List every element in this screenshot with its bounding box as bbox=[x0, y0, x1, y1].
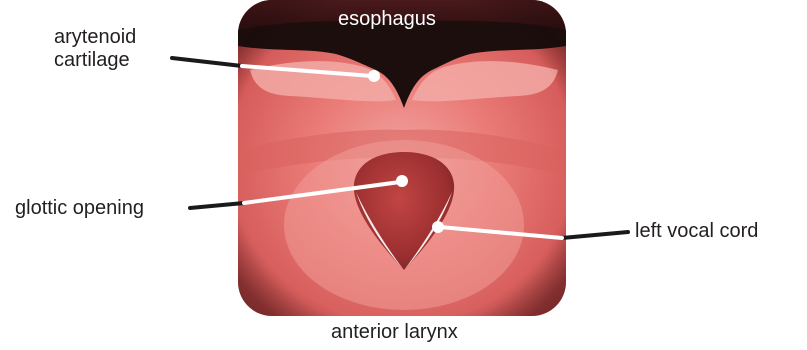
arytenoid-cartilage-label: arytenoid cartilage bbox=[54, 26, 136, 72]
glottic-leader-line bbox=[190, 203, 244, 208]
esophagus-label: esophagus bbox=[338, 8, 436, 31]
arytenoid-label-line-2: cartilage bbox=[54, 49, 136, 72]
arytenoid-pointer-dot bbox=[368, 70, 380, 82]
left-vocal-cord-label: left vocal cord bbox=[635, 220, 758, 243]
arytenoid-leader-line bbox=[172, 58, 242, 66]
vocal-cord-pointer-dot bbox=[432, 221, 444, 233]
glottic-opening-label: glottic opening bbox=[15, 197, 144, 220]
anterior-larynx-label: anterior larynx bbox=[331, 321, 458, 344]
vocal-cord-leader-line bbox=[562, 232, 628, 238]
glottic-pointer-dot bbox=[396, 175, 408, 187]
arytenoid-label-line-1: arytenoid bbox=[54, 26, 136, 49]
larynx-view bbox=[238, 0, 566, 316]
